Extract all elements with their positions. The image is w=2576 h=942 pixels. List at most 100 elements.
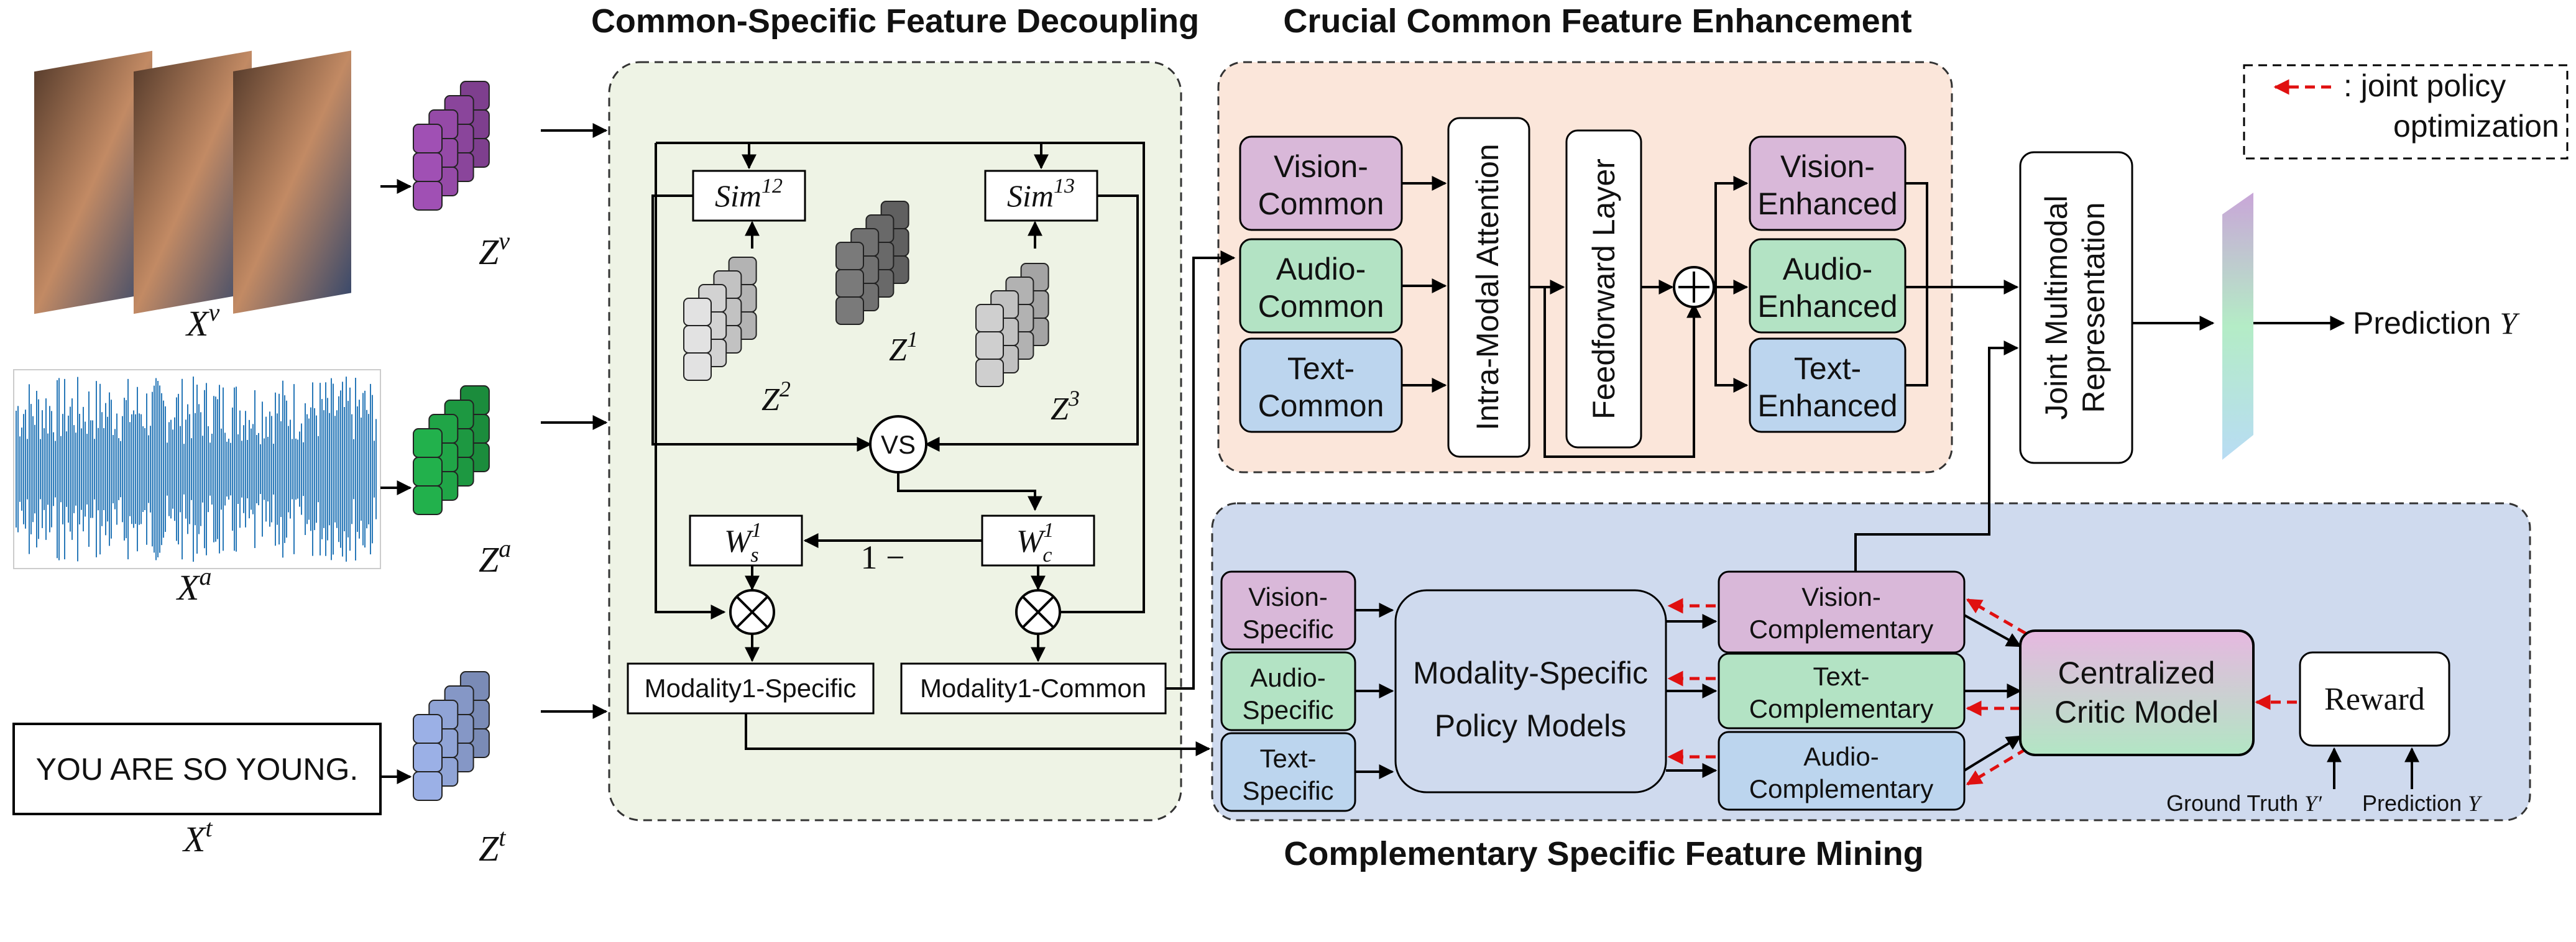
enhanced-merge [1905,182,2017,386]
audio-waveform [13,369,381,569]
svg-text:Xv: Xv [185,298,219,344]
svg-text:Audio-: Audio- [1250,663,1325,692]
text-complementary-box: Text- Complementary [1718,652,1966,729]
sim12-to-vs [651,194,872,452]
svg-text:Vision-: Vision- [1248,582,1328,611]
critic-line2: Critic Model [2054,695,2219,729]
sim13-to-vs [924,194,1139,452]
common-multiply-node [1015,589,1061,635]
svg-text:Complementary: Complementary [1749,615,1933,644]
policy-models-line2: Policy Models [1435,708,1626,743]
zv-label: Zv [479,227,510,272]
ws-box [689,514,803,567]
reward-label: Reward [2324,682,2425,717]
red-critic-vc [1966,598,2028,636]
audio-enhanced-box: Audio- Enhanced [1749,238,1907,334]
modality1-common-label: Modality1-Common [920,674,1146,703]
svg-text:Vision-: Vision- [1274,149,1368,184]
zv-feature-cubes [413,81,490,211]
svg-text:Complementary: Complementary [1749,694,1933,723]
svg-text:Specific: Specific [1242,615,1333,644]
svg-text:Specific: Specific [1242,695,1333,725]
critic-line1: Centralized [2058,656,2215,690]
z3-feature-cubes [975,263,1049,387]
svg-text:Text-: Text- [1287,351,1355,386]
sim12-label: Sim12 [715,175,783,213]
decoupling-top-line [656,142,1145,620]
add-to-te [1714,287,1749,393]
svg-text:Common: Common [1258,388,1384,423]
vision-specific-box: Vision- Specific [1220,570,1356,651]
svg-text:Vision-: Vision- [1801,582,1881,611]
svg-text:Audio-: Audio- [1276,252,1366,286]
text-enhanced-box: Text- Enhanced [1749,337,1907,433]
intra-modal-attention-label: Intra-Modal Attention [1470,144,1505,430]
text-input-label: Xt [182,814,213,859]
svg-text:Audio-: Audio- [1783,252,1873,286]
specific-to-mining [745,713,1211,756]
svg-text:Common: Common [1258,289,1384,324]
attn-residual [1543,287,1701,458]
z2-label: Z2 [761,377,791,418]
z2-feature-cubes [683,257,757,381]
svg-text:Common: Common [1258,186,1384,221]
ac-to-critic [1963,735,2022,772]
modality1-specific-label: Modality1-Specific [645,674,857,703]
modality1-common-box [900,662,1167,715]
common-to-enhancement [1166,250,1236,690]
text-input-sample: YOU ARE SO YOUNG. [36,752,359,787]
audio-complementary-box: Audio- Complementary [1718,731,1966,811]
audio-common-box: Audio- Common [1239,238,1403,334]
svg-text:Text-: Text- [1813,662,1869,691]
zt-feature-cubes [413,671,490,801]
z1-label: Z1 [889,327,918,368]
legend-box [2243,64,2569,160]
text-input-box [12,723,382,815]
enhancement-title: Crucial Common Feature Enhancement [1283,2,1911,40]
vision-common-box: Vision- Common [1239,135,1403,231]
text-specific-box: Text- Specific [1220,732,1356,812]
vision-complementary-box: Vision- Complementary [1718,570,1966,654]
svg-text:Enhanced: Enhanced [1757,388,1897,423]
red-critic-ac [1966,747,2028,786]
reward-box [2299,651,2450,747]
specific-multiply-node [729,589,775,635]
vc-to-critic [1964,614,2022,647]
mining-title: Complementary Specific Feature Mining [1284,835,1923,872]
svg-text:Complementary: Complementary [1749,774,1933,803]
joint-representation-line2: Representation [2076,202,2111,413]
legend-line2: optimization [2393,109,2559,144]
feedforward-box [1565,129,1642,449]
svg-text:Text-: Text- [1259,744,1316,773]
vision-frames [34,50,351,314]
svg-text:Xt: Xt [182,814,213,859]
svg-text:Xa: Xa [176,562,211,608]
text-common-box: Text- Common [1239,337,1403,433]
vision-enhanced-box: Vision- Enhanced [1749,135,1907,231]
svg-text:Enhanced: Enhanced [1757,186,1897,221]
svg-text:Vision-: Vision- [1780,149,1875,184]
policy-models-line1: Modality-Specific [1413,656,1648,690]
audio-specific-box: Audio- Specific [1220,651,1356,731]
one-minus-label: 1 − [861,539,905,576]
sim13-box [984,170,1098,222]
joint-representation-box [2019,151,2133,464]
z1-feature-cubes [835,201,909,325]
za-feature-cubes [413,385,490,515]
zt-label: Zt [479,823,506,869]
sim12-box [692,170,806,222]
z3-label: Z3 [1051,386,1080,427]
decoupling-title: Common-Specific Feature Decoupling [591,2,1199,40]
sim13-label: Sim13 [1007,175,1075,213]
vs-to-wc [897,472,1042,511]
vs-label: VS [881,430,916,459]
legend-line1: : joint policy [2344,68,2506,103]
critic-model-box [2019,629,2255,756]
wc-box [981,514,1095,567]
joint-representation-line1: Joint Multimodal [2039,195,2074,419]
